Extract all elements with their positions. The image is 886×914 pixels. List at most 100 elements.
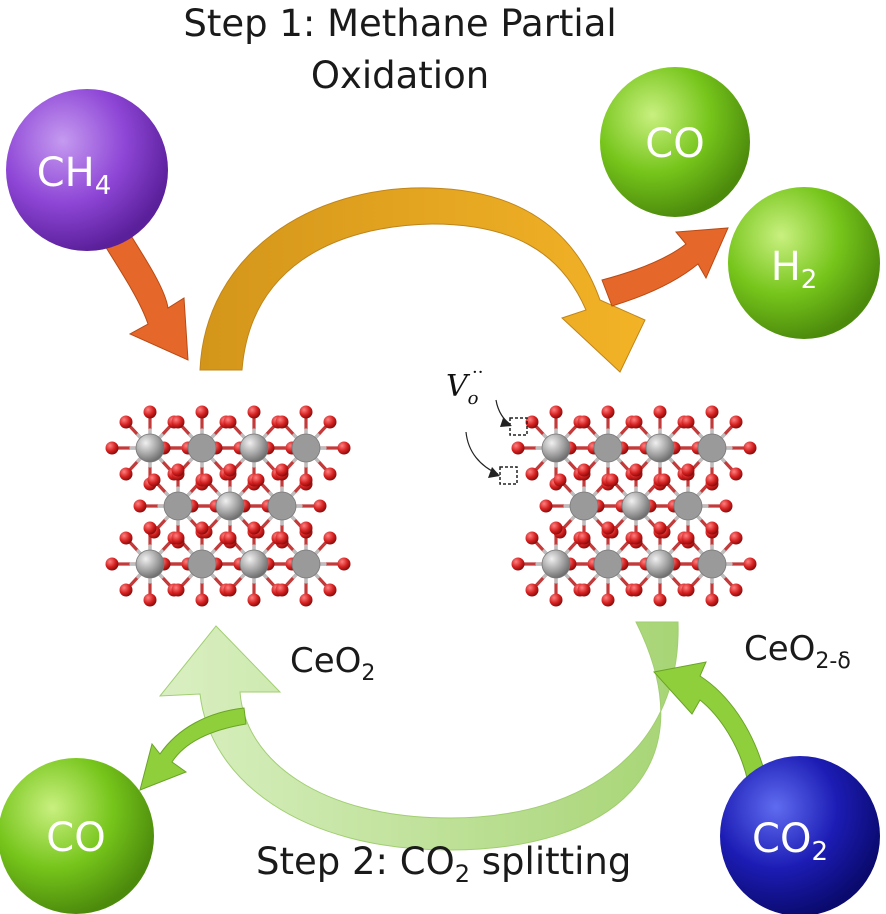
cerium-atom <box>673 491 703 521</box>
oxygen-atom <box>681 583 695 597</box>
oxygen-atom <box>223 415 237 429</box>
oxygen-atom <box>629 415 643 429</box>
ceo2-delta-crystal-lattice <box>511 405 757 607</box>
oxygen-atom <box>511 557 525 571</box>
oxygen-atom <box>133 499 147 513</box>
oxygen-atom <box>743 557 757 571</box>
oxygen-atom <box>657 473 671 487</box>
co2-input-arrow <box>653 661 765 783</box>
oxygen-atom <box>577 531 591 545</box>
vacancy-pointer-arrow <box>495 399 511 425</box>
cerium-atom <box>187 549 217 579</box>
oxygen-atom <box>549 521 563 535</box>
oxygen-atom <box>525 467 539 481</box>
h2-label: H2 <box>771 244 818 295</box>
oxygen-atom <box>729 415 743 429</box>
oxygen-atom <box>549 405 563 419</box>
oxygen-atom <box>681 415 695 429</box>
oxygen-atom <box>247 521 261 535</box>
oxygen-atom <box>577 463 591 477</box>
oxygen-atom <box>705 473 719 487</box>
oxygen-atom <box>119 531 133 545</box>
oxygen-atom <box>511 441 525 455</box>
oxygen-atom <box>171 463 185 477</box>
oxygen-atom <box>743 441 757 455</box>
cerium-atom <box>541 433 571 463</box>
oxygen-atom <box>729 583 743 597</box>
oxygen-atom <box>195 593 209 607</box>
cerium-atom <box>291 433 321 463</box>
oxygen-atom <box>337 557 351 571</box>
oxygen-atom <box>323 583 337 597</box>
oxygen-atom <box>549 593 563 607</box>
oxygen-vacancy-marker <box>509 417 528 436</box>
oxygen-vacancy-marker <box>499 466 518 485</box>
oxygen-atom <box>119 583 133 597</box>
cerium-atom <box>541 549 571 579</box>
oxygen-atom <box>105 441 119 455</box>
oxygen-atom <box>195 405 209 419</box>
oxygen-atom <box>275 415 289 429</box>
oxygen-atom <box>119 467 133 481</box>
oxygen-atom <box>705 593 719 607</box>
vacancy-arrowhead <box>488 467 500 478</box>
oxygen-atom <box>653 593 667 607</box>
cerium-atom <box>163 491 193 521</box>
oxygen-atom <box>251 473 265 487</box>
vacancy-pointer-arrow <box>465 431 499 475</box>
oxygen-atom <box>275 463 289 477</box>
oxygen-atom <box>171 415 185 429</box>
oxygen-atom <box>299 521 313 535</box>
oxygen-atom <box>337 441 351 455</box>
oxygen-atom <box>681 531 695 545</box>
oxygen-atom <box>629 531 643 545</box>
cerium-atom <box>621 491 651 521</box>
oxygen-atom <box>247 593 261 607</box>
oxygen-atom <box>577 583 591 597</box>
cerium-atom <box>291 549 321 579</box>
oxygen-atom <box>323 531 337 545</box>
cerium-atom <box>569 491 599 521</box>
cerium-atom <box>187 433 217 463</box>
oxygen-atom <box>705 521 719 535</box>
ch4-molecule-sphere: CH4 <box>6 89 168 251</box>
cerium-atom <box>239 433 269 463</box>
oxygen-atom <box>653 405 667 419</box>
co-product-sphere: CO <box>600 67 750 217</box>
oxygen-atom <box>223 531 237 545</box>
vacancy-label: Vo <box>446 369 479 409</box>
oxygen-atom <box>299 593 313 607</box>
co2-input-sphere: CO2 <box>720 756 880 914</box>
cerium-atom <box>135 549 165 579</box>
step2-cycle-arrow <box>158 621 679 851</box>
ceo2-label: CeO2 <box>290 641 375 686</box>
co2-label: CO2 <box>752 816 828 867</box>
oxygen-atom <box>199 473 213 487</box>
co-output-sphere: CO <box>0 758 154 914</box>
oxygen-atom <box>313 499 327 513</box>
oxygen-atom <box>195 521 209 535</box>
cerium-atom <box>239 549 269 579</box>
oxygen-atom <box>275 531 289 545</box>
step2-title: Step 2: CO2 splitting <box>256 840 631 888</box>
vacancy-superscript: ·· <box>472 362 483 383</box>
ceo2-delta-label: CeO2-δ <box>744 629 851 674</box>
oxygen-atom <box>605 473 619 487</box>
oxygen-atom <box>719 499 733 513</box>
oxygen-atom <box>729 467 743 481</box>
oxygen-atom <box>247 405 261 419</box>
oxygen-atom <box>601 405 615 419</box>
cerium-atom <box>267 491 297 521</box>
cerium-atom <box>697 549 727 579</box>
oxygen-atom <box>143 593 157 607</box>
cerium-atom <box>645 433 675 463</box>
oxygen-atom <box>105 557 119 571</box>
oxygen-atom <box>299 473 313 487</box>
vacancy-arrowhead <box>500 418 512 427</box>
oxygen-atom <box>705 405 719 419</box>
oxygen-atom <box>143 405 157 419</box>
cerium-atom <box>215 491 245 521</box>
oxygen-atom <box>681 463 695 477</box>
step1-title-line1: Step 1: Methane Partial <box>183 2 616 45</box>
